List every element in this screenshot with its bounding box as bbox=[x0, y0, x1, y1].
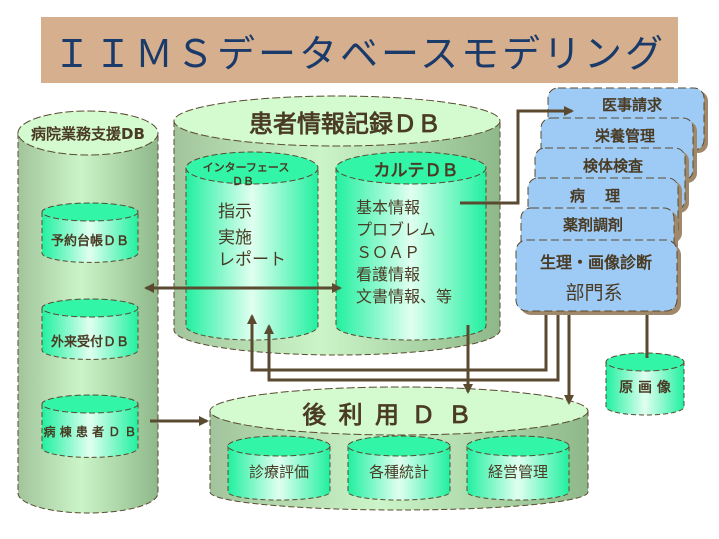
interface-db: インターフェース ＤＢ 指示 実施 レポート bbox=[185, 151, 319, 341]
dept-card-label: 医事請求 bbox=[602, 96, 663, 114]
outpatient-db-label: 外来受付ＤＢ bbox=[50, 334, 129, 350]
reuse-db-item: 経営管理 bbox=[488, 463, 548, 481]
karte-db-line: 看護情報 bbox=[356, 265, 420, 284]
reuse-db-item: 診療評価 bbox=[249, 463, 309, 481]
dept-front-subtitle: 部門系 bbox=[565, 282, 622, 304]
original-image-db-label: 原 画 像 bbox=[619, 379, 672, 396]
dept-front-title: 生理・画像診断 bbox=[540, 253, 652, 272]
reuse-db-title: 後 利 用 Ｄ Ｂ bbox=[302, 401, 473, 429]
reuse-db-item: 各種統計 bbox=[369, 463, 429, 481]
clinical-evaluation-db: 診療評価 bbox=[227, 435, 331, 501]
diagram-title: ＩＩＭＳデータベースモデリング bbox=[52, 31, 667, 76]
statistics-db: 各種統計 bbox=[347, 435, 451, 501]
patient-record-db-title: 患者情報記録ＤＢ bbox=[249, 110, 441, 138]
karte-db-line: プロブレム bbox=[356, 220, 436, 239]
reservation-db-label: 予約台帳ＤＢ bbox=[51, 233, 129, 249]
karte-db-line: 文書情報、等 bbox=[356, 287, 452, 306]
ward-patient-db-label: 病 棟 患 者 Ｄ Ｂ bbox=[44, 424, 137, 439]
outpatient-db: 外来受付ＤＢ bbox=[41, 298, 139, 360]
arrow-dept-to-interface-2 bbox=[264, 315, 560, 382]
karte-db-title: カルテＤＢ bbox=[374, 161, 459, 181]
ward-patient-db: 病 棟 患 者 Ｄ Ｂ bbox=[41, 394, 139, 458]
arrow-dept-to-interface-1 bbox=[247, 314, 548, 372]
reservation-db: 予約台帳ＤＢ bbox=[41, 202, 139, 263]
reuse-db: 後 利 用 Ｄ Ｂ 診療評価 各種統計 経営管理 bbox=[209, 386, 589, 511]
dept-card-physiology-imaging: 生理・画像診断 部門系 bbox=[515, 239, 681, 315]
patient-record-db: 患者情報記録ＤＢ インターフェース ＤＢ 指示 実施 レポート カルテＤＢ 基本… bbox=[173, 95, 501, 356]
dept-card-label: 薬剤調剤 bbox=[562, 216, 623, 234]
interface-db-title-line2: ＤＢ bbox=[232, 175, 254, 188]
karte-db: カルテＤＢ 基本情報 プロブレム ＳＯＡＰ 看護情報 文書情報、等 bbox=[335, 151, 487, 341]
interface-db-line: 指示 bbox=[218, 202, 252, 222]
department-stack: 医事請求 栄養管理 検体検査 病 理 薬剤調剤 bbox=[515, 87, 708, 315]
hospital-support-db-title: 病院業務支援DB bbox=[31, 125, 145, 143]
karte-db-line: 基本情報 bbox=[356, 198, 420, 217]
interface-db-line: レポート bbox=[218, 250, 286, 270]
hospital-support-db: 病院業務支援DB 予約台帳ＤＢ 外来受付ＤＢ 病 棟 患 者 Ｄ Ｂ bbox=[17, 110, 159, 514]
interface-db-line: 実施 bbox=[218, 228, 252, 248]
dept-card-label: 検体検査 bbox=[583, 157, 644, 175]
original-image-db: 原 画 像 bbox=[605, 352, 685, 416]
arrow-karte-to-billing bbox=[460, 106, 574, 205]
management-db: 経営管理 bbox=[466, 435, 570, 501]
karte-db-line: ＳＯＡＰ bbox=[356, 243, 420, 262]
dept-card-label: 栄養管理 bbox=[594, 127, 655, 145]
interface-db-title-line1: インターフェース bbox=[203, 161, 290, 174]
title-banner: ＩＩＭＳデータベースモデリング bbox=[41, 17, 678, 83]
dept-card-label: 病 理 bbox=[570, 187, 620, 205]
connectors bbox=[144, 106, 649, 426]
